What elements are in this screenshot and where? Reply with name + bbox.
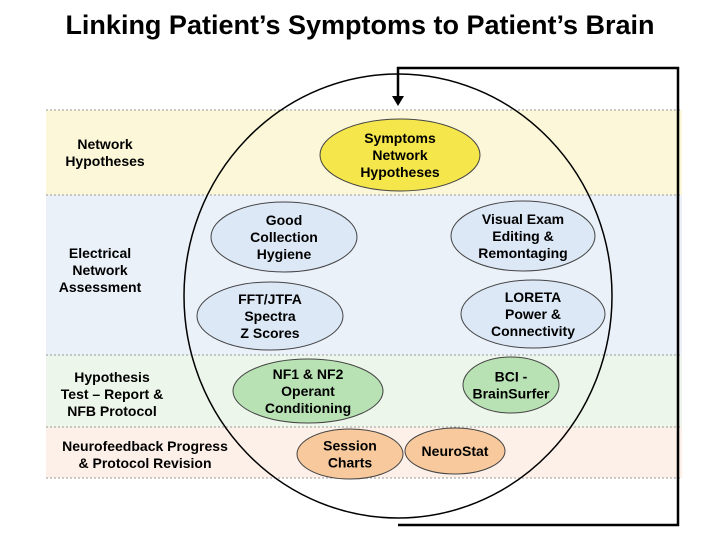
node-label: BrainSurfer bbox=[472, 386, 550, 402]
node-label: NeuroStat bbox=[422, 443, 489, 459]
node-ellipse bbox=[296, 428, 404, 480]
node-label: Symptoms bbox=[364, 130, 436, 146]
node-ellipse bbox=[450, 200, 596, 272]
node-label: Editing & bbox=[492, 228, 553, 244]
node-label: Z Scores bbox=[240, 325, 299, 341]
feedback-loop-line bbox=[396, 66, 680, 527]
node-label: Spectra bbox=[244, 308, 296, 324]
node-label: Connectivity bbox=[491, 323, 575, 339]
node-ellipse bbox=[462, 356, 560, 414]
node-label: FFT/JTFA bbox=[238, 291, 302, 307]
node-label: Network bbox=[372, 147, 427, 163]
node-label: Hypotheses bbox=[360, 164, 440, 180]
node-ellipse bbox=[404, 427, 506, 475]
band-label-electrical-network-assessment: Electrical Network Assessment bbox=[58, 245, 142, 295]
node-label: Power & bbox=[505, 306, 561, 322]
node-ellipse bbox=[196, 281, 344, 351]
node-label: Charts bbox=[328, 455, 373, 471]
node-label: NF1 & NF2 bbox=[273, 366, 344, 382]
node-ellipse bbox=[210, 201, 358, 273]
node-label: Session bbox=[323, 438, 377, 454]
node-label: Conditioning bbox=[265, 400, 351, 416]
node-label: Good bbox=[266, 212, 303, 228]
band-label-network-hypotheses: Network Hypotheses bbox=[65, 136, 145, 169]
node-label: Remontaging bbox=[478, 245, 567, 261]
node-label: Visual Exam bbox=[482, 211, 564, 227]
page-title: Linking Patient’s Symptoms to Patient’s … bbox=[65, 10, 655, 40]
arrow-down-icon bbox=[392, 96, 404, 106]
node-label: LORETA bbox=[505, 289, 562, 305]
node-ellipse bbox=[232, 358, 384, 424]
node-label: Operant bbox=[281, 383, 335, 399]
band-label-neurofeedback-progress: Neurofeedback Progress & Protocol Revisi… bbox=[62, 438, 228, 471]
node-ellipse bbox=[319, 118, 481, 192]
node-bci: BCI -BrainSurfer bbox=[462, 356, 560, 414]
node-label: Hygiene bbox=[257, 246, 312, 262]
node-label: Collection bbox=[250, 229, 318, 245]
node-ellipse bbox=[460, 279, 606, 349]
node-neurostat: NeuroStat bbox=[404, 427, 506, 475]
node-label: BCI - bbox=[495, 369, 528, 385]
band-label-hypothesis-test: Hypothesis Test – Report & NFB Protocol bbox=[60, 369, 164, 419]
